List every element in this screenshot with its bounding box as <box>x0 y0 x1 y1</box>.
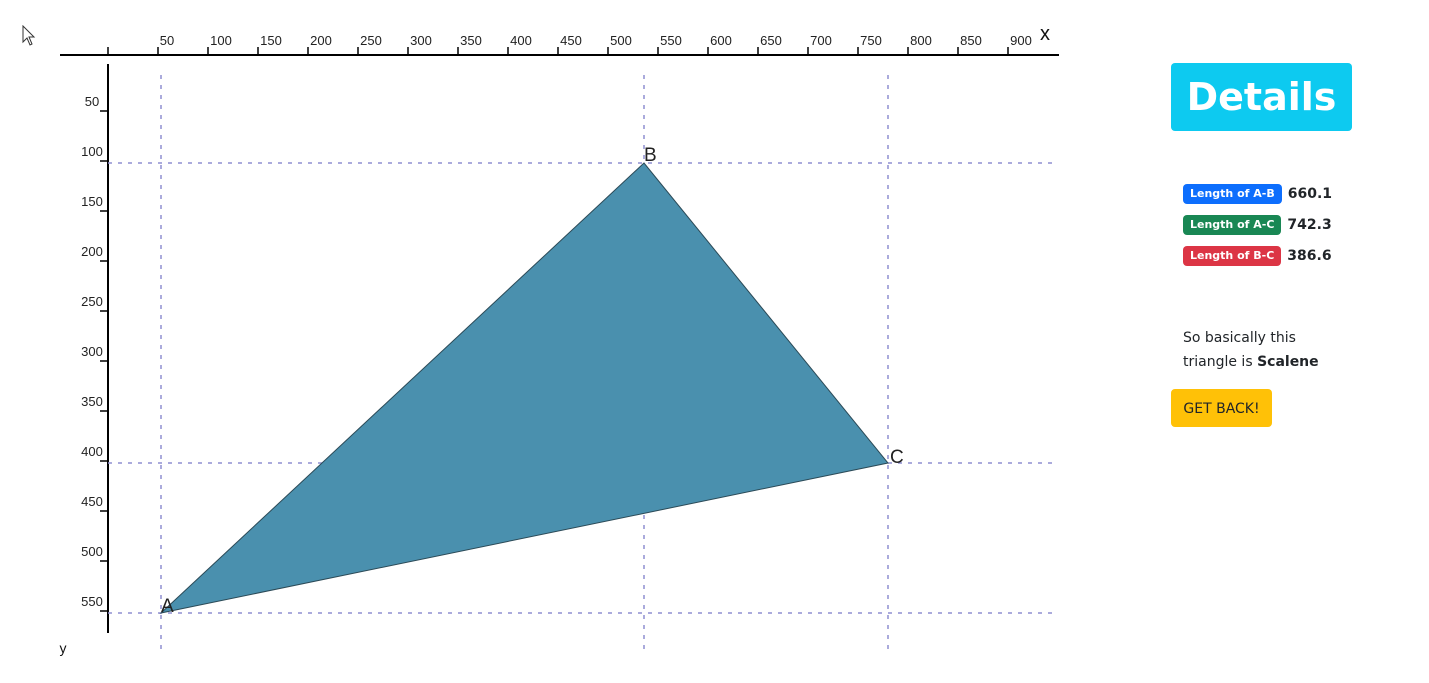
details-button[interactable]: Details <box>1171 63 1352 131</box>
length-ac-badge: Length of A-C <box>1183 215 1282 235</box>
vertex-label-a: A <box>161 596 174 617</box>
mouse-cursor-icon <box>22 25 36 46</box>
x-tick-label: 900 <box>1010 33 1032 48</box>
vertex-label-c: C <box>890 447 904 468</box>
y-tick-label: 450 <box>81 494 103 509</box>
y-axis-label: y <box>60 640 67 656</box>
x-tick-label: 600 <box>710 33 732 48</box>
x-tick-label: 450 <box>560 33 582 48</box>
x-tick-label: 150 <box>260 33 282 48</box>
vertex-label-b: B <box>644 145 657 166</box>
x-tick-label: 100 <box>210 33 232 48</box>
y-tick-label: 250 <box>81 294 103 309</box>
x-tick-label: 200 <box>310 33 332 48</box>
x-axis: 50 100 150 200 250 300 350 400 450 500 550 600 650 70… <box>60 23 1059 56</box>
length-ac-value: 742.3 <box>1287 217 1332 233</box>
y-tick-label: 550 <box>81 594 103 609</box>
x-axis-label: x <box>1040 23 1050 45</box>
length-ab-badge: Length of A-B <box>1183 184 1282 204</box>
y-tick-label: 100 <box>81 144 103 159</box>
vertex-labels: A B C <box>161 145 904 617</box>
summary-text: So basically this triangle is <box>1183 330 1296 370</box>
length-bc-badge: Length of B-C <box>1183 246 1282 266</box>
x-tick-label: 550 <box>660 33 682 48</box>
length-ab-row: Length of A-B 660.1 <box>1183 184 1332 204</box>
y-tick-label: 500 <box>81 544 103 559</box>
x-tick-label: 800 <box>910 33 932 48</box>
x-tick-label: 250 <box>360 33 382 48</box>
length-ab-value: 660.1 <box>1287 186 1333 202</box>
x-tick-label: 300 <box>410 33 432 48</box>
y-tick-label: 150 <box>81 194 103 209</box>
y-tick-label: 200 <box>81 244 103 259</box>
x-tick-label: 400 <box>510 33 532 48</box>
x-tick-label: 50 <box>160 33 174 48</box>
triangle-type: Scalene <box>1257 354 1319 370</box>
triangle-shape <box>159 162 889 614</box>
triangle <box>159 162 889 614</box>
x-tick-label: 750 <box>860 33 882 48</box>
x-tick-label: 850 <box>960 33 982 48</box>
y-axis: 50 100 150 200 250 300 350 400 450 500 550 y <box>60 64 109 656</box>
x-tick-label: 650 <box>760 33 782 48</box>
x-tick-label: 700 <box>810 33 832 48</box>
y-tick-label: 350 <box>81 394 103 409</box>
y-tick-label: 400 <box>81 444 103 459</box>
triangle-type-summary: So basically this triangle is Scalene <box>1183 326 1343 374</box>
get-back-button[interactable]: GET BACK! <box>1171 389 1272 427</box>
length-ac-row: Length of A-C 742.3 <box>1183 215 1332 235</box>
y-tick-label: 300 <box>81 344 103 359</box>
y-tick-label: 50 <box>85 94 99 109</box>
x-tick-label: 350 <box>460 33 482 48</box>
x-tick-label: 500 <box>610 33 632 48</box>
length-bc-row: Length of B-C 386.6 <box>1183 246 1332 266</box>
length-bc-value: 386.6 <box>1287 248 1332 264</box>
